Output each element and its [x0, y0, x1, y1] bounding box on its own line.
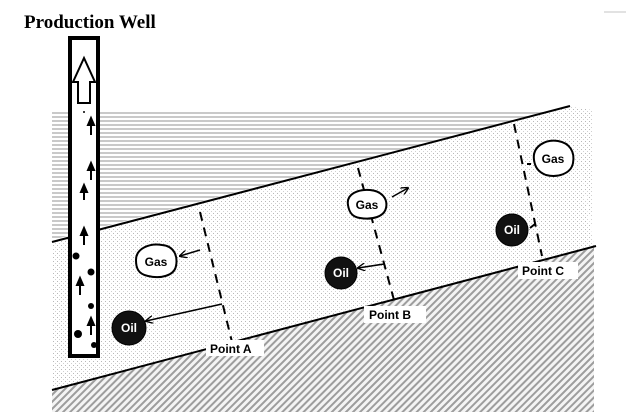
gas-label-c: Gas — [542, 152, 565, 166]
gas-label-b: Gas — [356, 198, 379, 212]
reservoir-layer — [52, 106, 594, 390]
cap-rock-dotted-edge — [568, 106, 592, 228]
right-arrow-icon — [391, 188, 408, 198]
oil-droplet-c: Oil — [495, 213, 529, 247]
production-well — [68, 36, 100, 358]
gas-bubble-c: Gas — [532, 139, 575, 177]
left-arrow-icon — [358, 264, 385, 268]
up-arrow-icon — [71, 55, 97, 104]
gas-bubble-a: Gas — [134, 243, 178, 279]
gas-bubble-b: Gas — [346, 188, 388, 220]
point-b-label: Point B — [369, 308, 411, 322]
oil-c-tick — [529, 223, 536, 229]
left-arrow-icon — [146, 303, 223, 321]
oil-label-b: Oil — [333, 266, 349, 280]
oil-droplet-b: Oil — [324, 256, 358, 290]
point-a-label: Point A — [210, 342, 252, 356]
title: Production Well — [24, 12, 156, 33]
point-c-marker: Point C — [518, 262, 578, 279]
oil-label-c: Oil — [504, 223, 520, 237]
oil-droplet-a: Oil — [111, 310, 147, 346]
base-rock-layer — [52, 246, 594, 412]
point-b-marker: Point B — [364, 306, 426, 323]
reservoir-bottom-boundary — [51, 245, 597, 391]
point-a-marker: Point A — [206, 340, 264, 356]
left-arrow-icon — [180, 249, 201, 256]
well-oil-droplets — [72, 111, 97, 348]
gas-label-a: Gas — [145, 255, 168, 269]
oil-label-a: Oil — [121, 321, 137, 335]
point-c-label: Point C — [522, 264, 564, 278]
well-flow-arrows — [75, 115, 96, 335]
section-line-c — [513, 123, 543, 257]
reservoir-top-boundary — [51, 105, 571, 243]
section-line-a — [199, 211, 233, 343]
